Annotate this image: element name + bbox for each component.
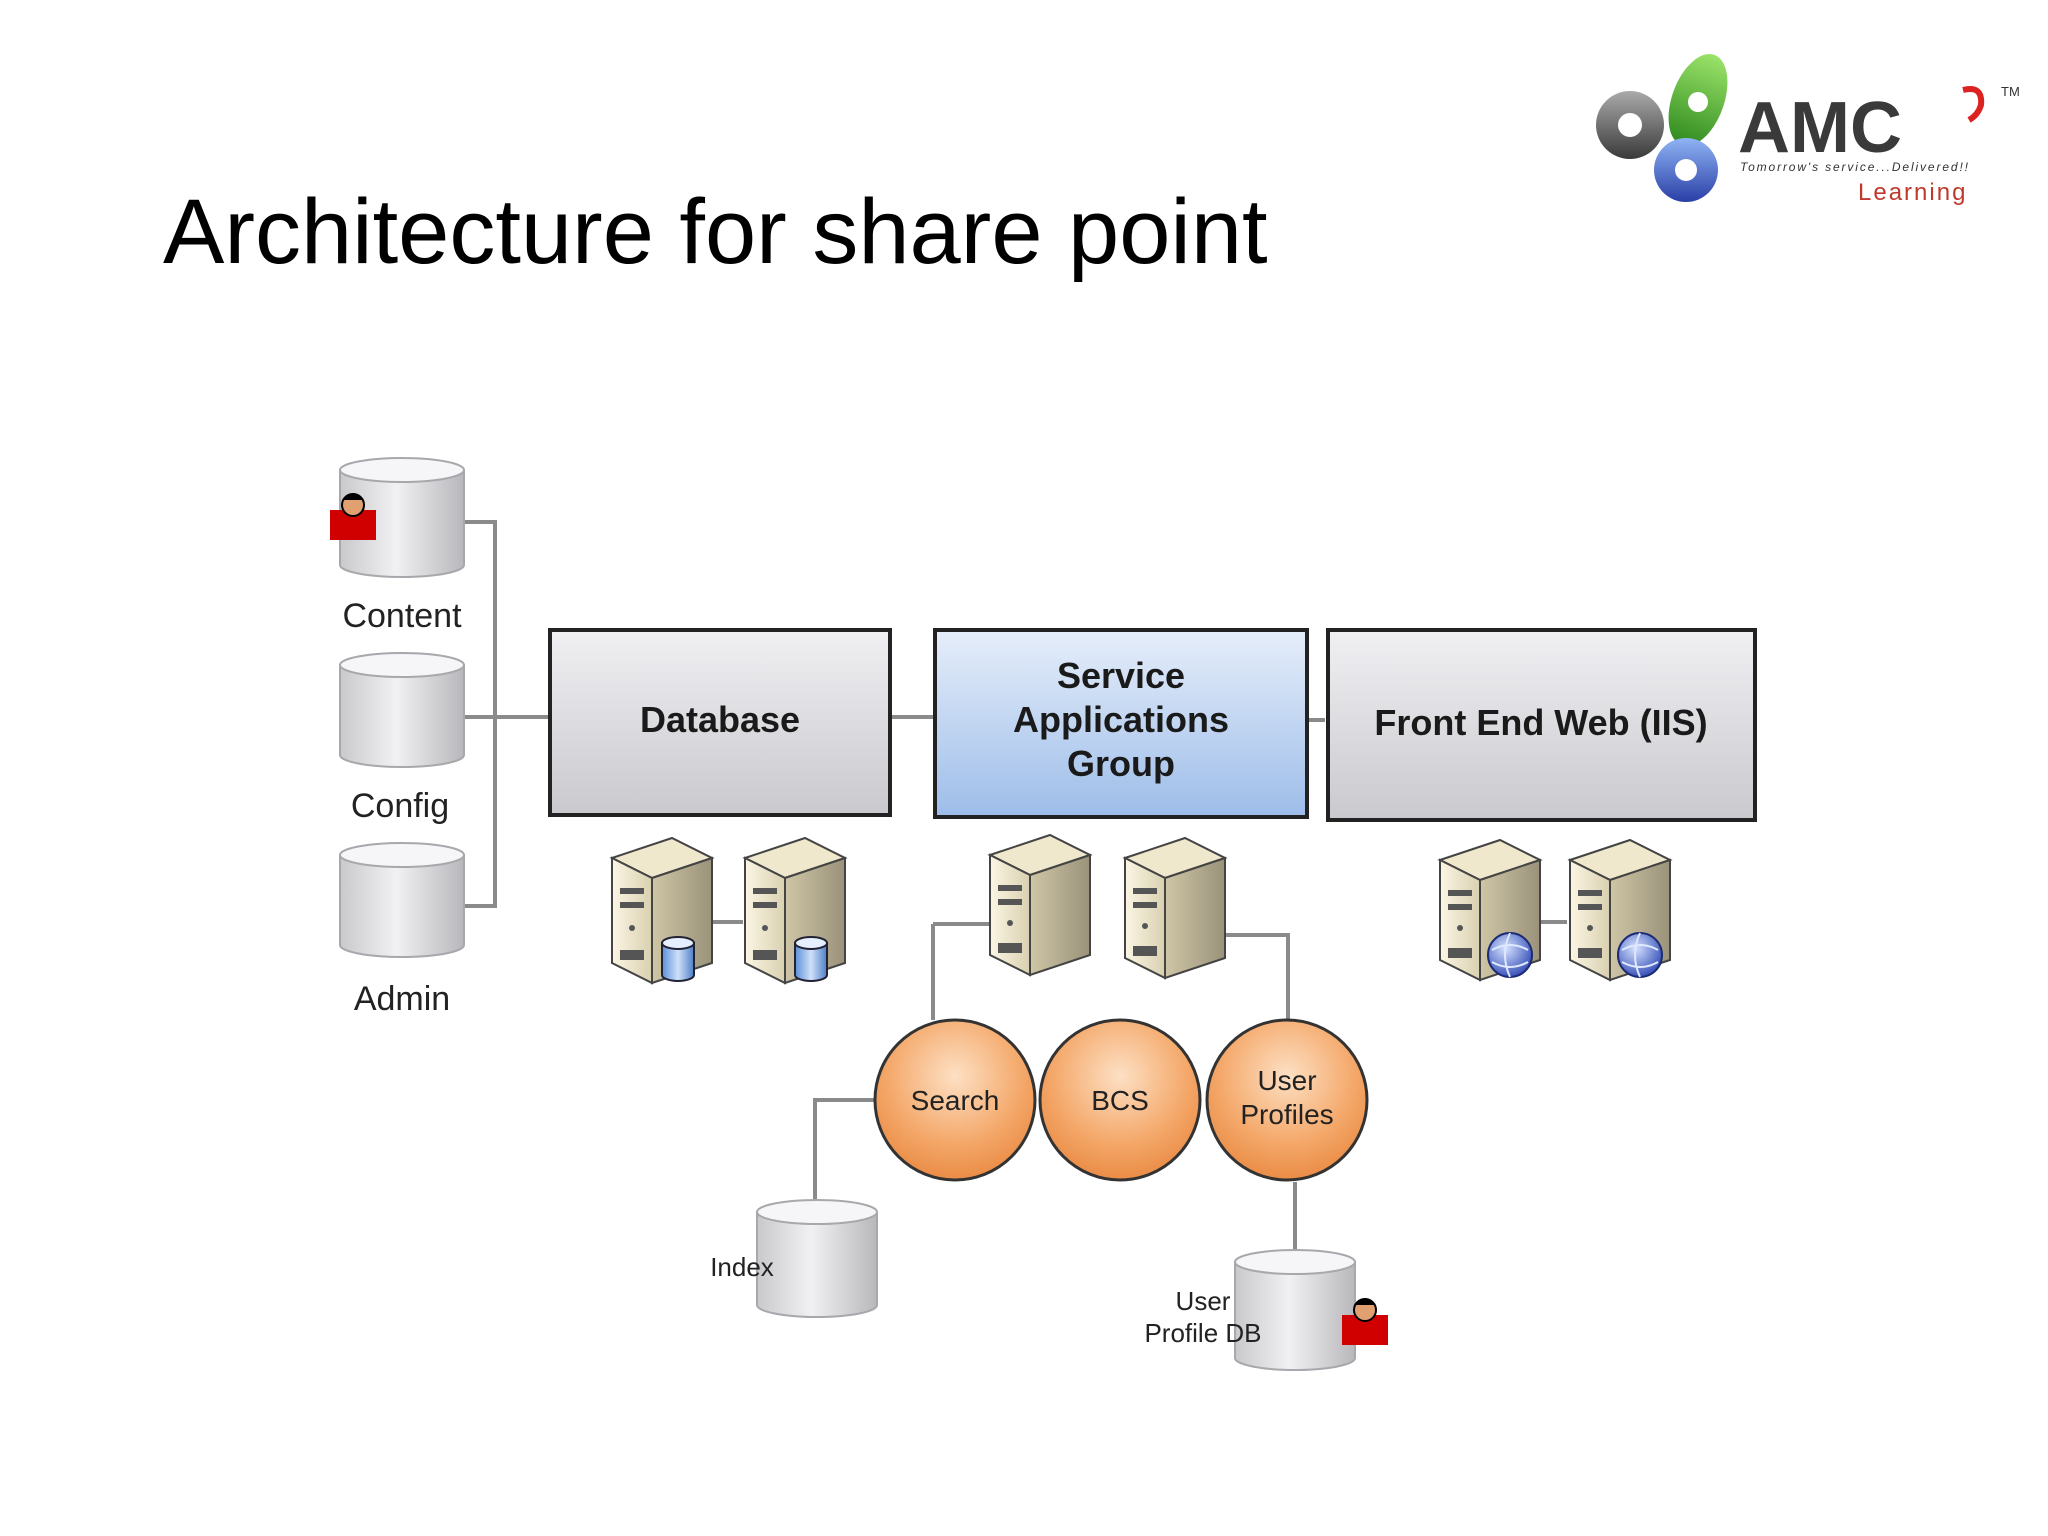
search-label: Search	[911, 1085, 1000, 1116]
service-label-line1: Service	[1057, 655, 1185, 696]
logo-subtitle: Learning	[1858, 179, 1967, 206]
connectors	[461, 520, 1567, 1255]
index-label: Index	[710, 1252, 774, 1282]
application-server-icon	[987, 833, 1093, 977]
user-icon	[330, 493, 376, 540]
database-tier-box: Database	[548, 628, 892, 817]
service-applications-group-box: Service Applications Group	[933, 628, 1309, 819]
admin-label: Admin	[354, 980, 450, 1018]
logo-tagline: Tomorrow's service...Delivered!!	[1740, 160, 1969, 174]
application-server-icon	[1122, 836, 1228, 980]
config-label: Config	[351, 787, 449, 825]
front-end-web-box: Front End Web (IIS)	[1326, 628, 1757, 822]
page-title: Architecture for share point	[163, 181, 1268, 283]
user-profile-db-label-line1: User	[1176, 1286, 1231, 1316]
database-icon	[794, 936, 828, 982]
database-icon	[661, 936, 695, 982]
user-profile-db-label-line2: Profile DB	[1144, 1318, 1261, 1348]
globe-icon	[1487, 932, 1533, 978]
config-database-icon	[339, 652, 465, 768]
amc-logo: AMC TM Tomorrow's service...Delivered!! …	[1596, 54, 2020, 206]
user-profile-database-icon	[1234, 1249, 1356, 1371]
user-profiles-label-line2: Profiles	[1240, 1099, 1333, 1130]
bcs-service-circle: BCS	[1038, 1018, 1202, 1182]
gears-icon	[1596, 54, 1728, 202]
search-service-circle: Search	[873, 1018, 1037, 1182]
front-end-web-label: Front End Web (IIS)	[1374, 702, 1707, 743]
admin-database-icon	[339, 842, 465, 958]
user-icon	[1342, 1298, 1388, 1345]
logo-trademark: TM	[2001, 84, 2020, 99]
database-tier-label: Database	[640, 699, 800, 740]
service-label-line2: Applications	[1013, 699, 1229, 740]
logo-brand: AMC	[1738, 88, 1902, 168]
content-label: Content	[342, 597, 462, 635]
index-database-icon	[756, 1199, 878, 1318]
user-profiles-label-line1: User	[1257, 1065, 1316, 1096]
bcs-label: BCS	[1091, 1085, 1149, 1116]
globe-icon	[1617, 932, 1663, 978]
service-label-line3: Group	[1067, 743, 1175, 784]
content-database-icon	[339, 457, 465, 578]
user-profiles-service-circle: User Profiles	[1205, 1018, 1369, 1182]
